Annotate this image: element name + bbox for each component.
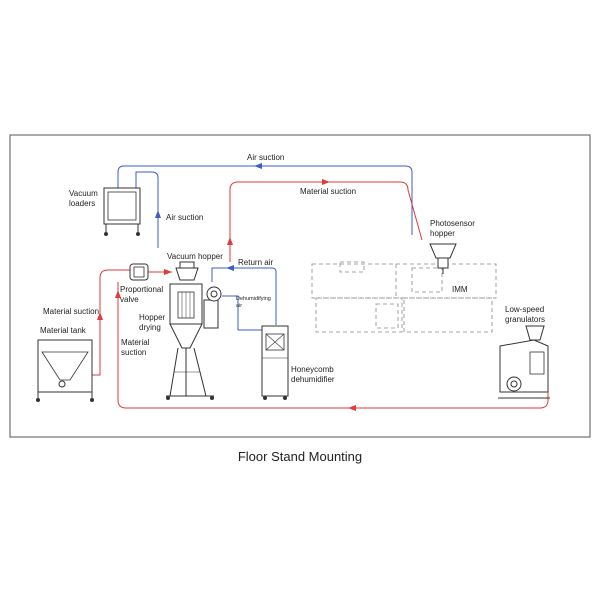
low-speed-granulators <box>498 325 550 399</box>
label-vacuum-loaders-2: loaders <box>69 199 95 208</box>
material-lines <box>82 179 549 411</box>
label-photosensor-2: hopper <box>430 229 455 238</box>
diagram-caption: Floor Stand Mounting <box>238 449 362 464</box>
hopper-dryer <box>166 261 222 400</box>
label-proportional-2: valve <box>120 295 139 304</box>
label-imm: IMM <box>452 285 468 294</box>
imm-machine <box>311 261 497 333</box>
label-dehum-air-1: Dehumidifying <box>236 296 271 302</box>
label-honeycomb-1: Honeycomb <box>291 365 334 374</box>
label-material-suction-left: Material suction <box>43 307 99 316</box>
label-air-suction-side: Air suction <box>166 213 203 222</box>
label-return-air: Return air <box>238 258 273 267</box>
label-dehum-air-2: air <box>236 303 242 309</box>
label-low-speed-1: Low-speed <box>505 305 544 314</box>
vacuum-loaders <box>103 187 141 236</box>
honeycomb-dehumidifier <box>261 325 289 400</box>
label-air-suction-top: Air suction <box>247 153 284 162</box>
air-lines <box>117 163 413 331</box>
label-vacuum-hopper: Vacuum hopper <box>167 252 223 261</box>
photosensor-hopper <box>429 243 457 274</box>
label-material-suction-mid-1: Material <box>121 338 150 347</box>
label-material-suction-mid-2: suction <box>121 348 146 357</box>
label-vacuum-loaders-1: Vacuum <box>69 189 98 198</box>
label-low-speed-2: granulators <box>505 315 545 324</box>
proportional-valve <box>129 263 149 281</box>
label-hopper-drying-2: drying <box>139 323 161 332</box>
material-tank <box>36 339 94 402</box>
label-photosensor-1: Photosensor <box>430 219 475 228</box>
label-proportional-1: Proportional <box>120 285 163 294</box>
label-material-suction-top: Material suction <box>300 187 356 196</box>
label-hopper-drying-1: Hopper <box>139 313 166 322</box>
label-honeycomb-2: dehumidifier <box>291 375 335 384</box>
label-material-tank: Material tank <box>40 326 87 335</box>
diagram-frame <box>9 134 591 438</box>
